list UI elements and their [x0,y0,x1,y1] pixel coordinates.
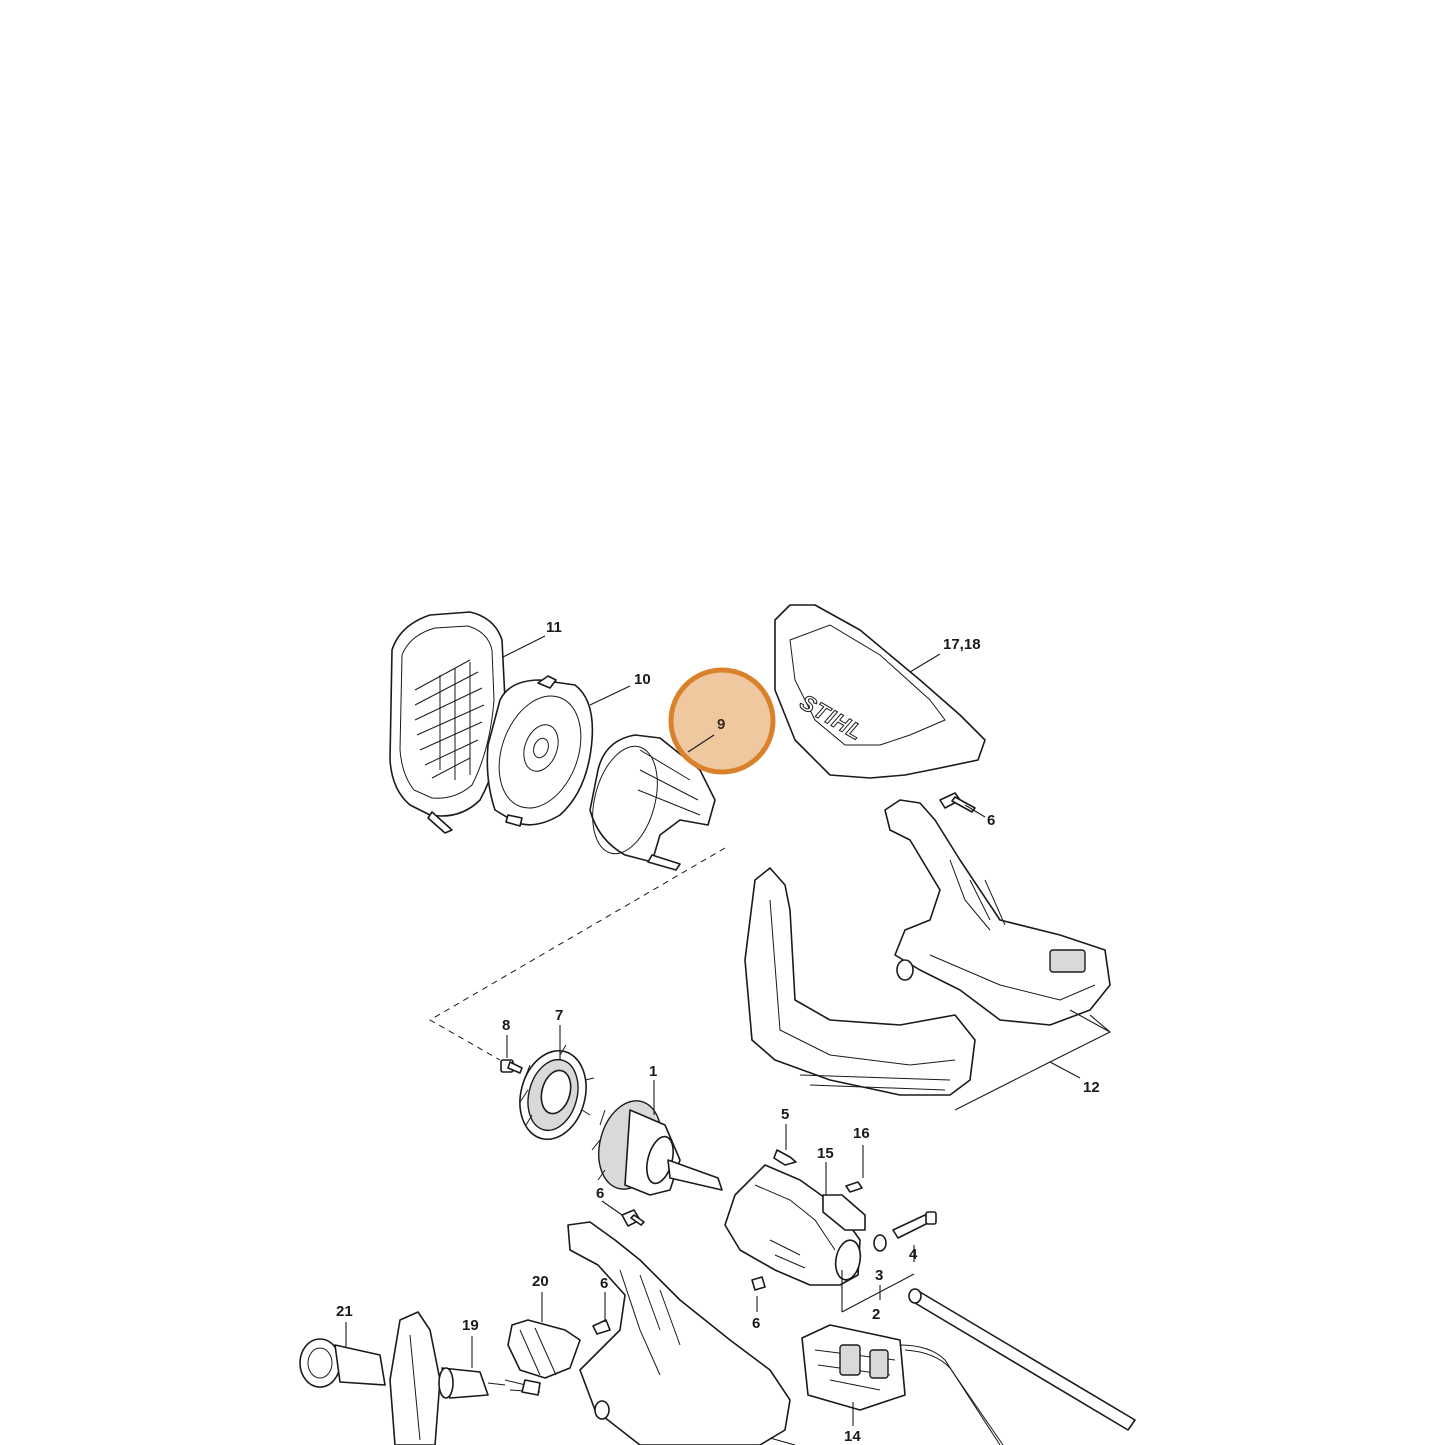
part-20-bracket[interactable] [507,1319,581,1379]
part-5-screw[interactable] [773,1149,797,1166]
part-9-air-duct[interactable] [582,734,716,871]
callout-11: 11 [546,619,562,636]
part-8-screw[interactable] [500,1059,523,1074]
part-14-electronics[interactable] [801,1324,1004,1445]
callout-3: 3 [875,1267,883,1284]
callout-14: 14 [844,1428,861,1445]
callout-5: 5 [781,1106,789,1123]
callout-15: 15 [817,1145,834,1162]
callout-6-top: 6 [987,812,995,829]
part-6-screw-c[interactable] [751,1276,766,1291]
callout-6-bottom: 6 [600,1275,608,1292]
part-6-screw-a[interactable] [939,792,976,813]
part-9-highlight[interactable]: 9 [668,667,776,775]
callout-20: 20 [532,1273,549,1290]
part-16-screw[interactable] [845,1181,863,1193]
part-17-18-top-cover[interactable]: STIHL [774,604,986,779]
assembly-line [428,847,726,1061]
part-6-screw-d[interactable] [592,1319,611,1335]
callout-16: 16 [853,1125,870,1142]
part-21-strap-ring[interactable] [299,1338,386,1388]
part-3-washer[interactable] [873,1234,887,1252]
callout-9: 9 [717,716,725,733]
part-19-switch[interactable] [438,1367,541,1399]
part-1-motor[interactable] [589,1094,723,1196]
part-4-screw[interactable] [892,1211,937,1239]
part-12-housing[interactable] [744,799,1111,1096]
callout-2: 2 [872,1306,880,1323]
callout-21: 21 [336,1303,353,1320]
part-11-fan-cover[interactable] [389,611,506,834]
callout-4: 4 [909,1246,918,1263]
callout-6-mid: 6 [596,1185,604,1202]
callout-17-18: 17,18 [943,636,981,653]
part-gear-housing[interactable] [724,1164,863,1286]
part-left-handle[interactable] [389,1311,441,1445]
part-7-fan-wheel[interactable] [510,1043,595,1146]
callout-8: 8 [502,1017,510,1034]
part-lower-housing[interactable] [567,1221,791,1445]
callout-19: 19 [462,1317,479,1334]
part-6-screw-b[interactable] [621,1209,645,1227]
highlight-leader [687,734,715,753]
part-15-plate[interactable] [822,1194,866,1231]
callout-6-lower: 6 [752,1315,760,1332]
callout-7: 7 [555,1007,563,1024]
callout-1: 1 [649,1063,657,1080]
callout-10: 10 [634,671,651,688]
part-rod[interactable] [908,1288,1136,1431]
part-10-fan-housing[interactable] [484,675,595,827]
callout-12: 12 [1083,1079,1100,1096]
callout-labels: 11 10 17,18 6 12 8 7 1 5 16 15 6 4 3 2 6… [336,619,1100,1445]
leader-lines [345,635,1111,1445]
